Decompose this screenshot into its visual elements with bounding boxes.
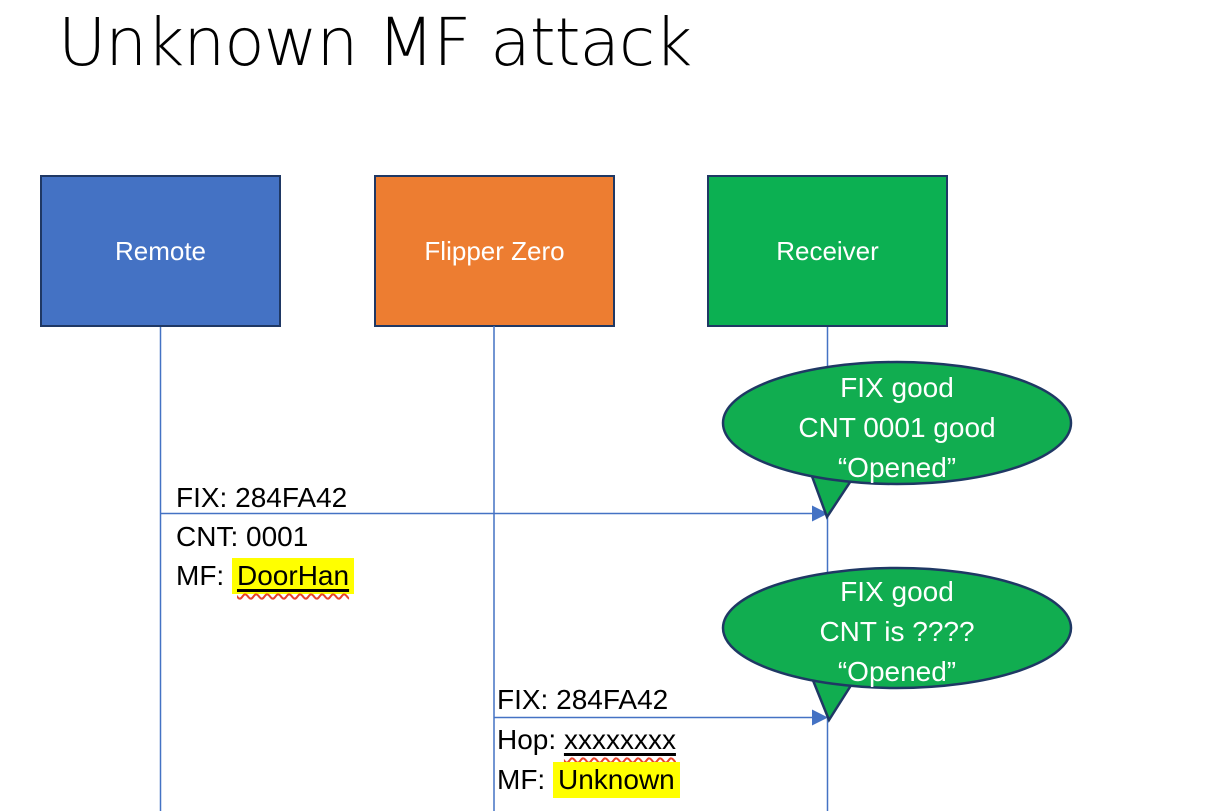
message-2-hop: Hop: xxxxxxxx xyxy=(497,720,680,760)
message-2-mf: MF: Unknown xyxy=(497,760,680,800)
actor-label-remote: Remote xyxy=(114,235,207,266)
page-title: Unknown MF attack xyxy=(58,4,692,81)
actor-label-receiver: Receiver xyxy=(776,235,879,266)
message-2-arrowhead-icon xyxy=(812,709,828,726)
bubble-2-line-1: FIX good xyxy=(840,576,954,607)
bubble-1-line-2: CNT 0001 good xyxy=(798,412,996,443)
actor-box-remote: Remote xyxy=(40,175,281,327)
message-1-arrowhead-icon xyxy=(812,505,828,522)
speech-bubble-1-text: FIX good CNT 0001 good “Opened” xyxy=(723,368,1071,488)
message-2-hop-label: Hop: xyxy=(497,724,557,755)
message-1-labels: FIX: 284FA42 CNT: 0001 MF: DoorHan xyxy=(176,478,355,595)
speech-bubble-2-ellipse xyxy=(721,566,1073,690)
bubble-1-line-1: FIX good xyxy=(840,372,954,403)
speech-bubble-1-ellipse xyxy=(721,360,1073,486)
actor-label-flipper-zero: Flipper Zero xyxy=(424,235,565,266)
message-1-cnt: CNT: 0001 xyxy=(176,521,309,552)
message-2-hop-value: xxxxxxxx xyxy=(563,724,676,755)
message-2-mf-label: MF: xyxy=(497,764,546,795)
speech-bubble-2-shape xyxy=(721,566,1073,723)
bubble-2-line-2: CNT is ???? xyxy=(819,616,975,647)
message-1-mf-value-highlighted: DoorHan xyxy=(232,558,355,594)
actor-box-receiver: Receiver xyxy=(707,175,948,327)
speech-bubble-2-text: FIX good CNT is ???? “Opened” xyxy=(723,572,1071,692)
speech-bubble-1-shape xyxy=(721,360,1073,520)
message-1-mf-label: MF: xyxy=(176,560,225,591)
message-2-labels: FIX: 284FA42 Hop: xxxxxxxx MF: Unknown xyxy=(497,680,680,800)
message-2-fix: FIX: 284FA42 xyxy=(497,684,669,715)
message-1-mf: MF: DoorHan xyxy=(176,556,355,595)
bubble-2-line-3: “Opened” xyxy=(837,656,957,687)
bubble-1-line-3: “Opened” xyxy=(837,452,957,483)
message-1-fix: FIX: 284FA42 xyxy=(176,482,348,513)
message-2-mf-value-highlighted: Unknown xyxy=(553,762,680,798)
actor-box-flipper-zero: Flipper Zero xyxy=(374,175,615,327)
